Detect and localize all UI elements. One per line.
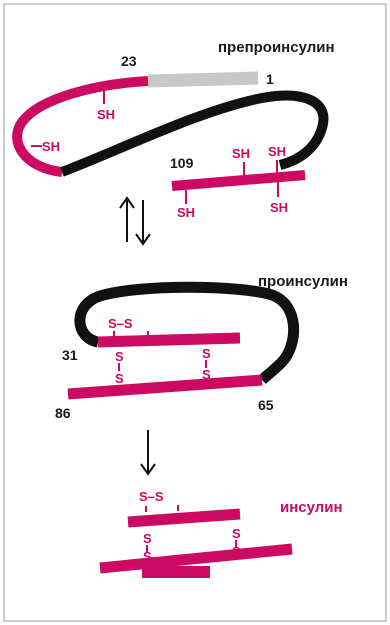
ss-bridge-right: S S [202,346,211,382]
sh-label-a1: SH [232,146,250,161]
svg-text:S: S [232,544,241,559]
residue-86-label: 86 [55,405,71,421]
b-chain-stage3-center [142,566,210,578]
ss-intra-label: S–S [108,316,133,331]
ss3-bridge-right: S S [232,526,241,559]
svg-text:S: S [202,346,211,361]
residue-65-label: 65 [258,397,274,413]
proinsulin-title: проинсулин [258,273,348,290]
b-chain-stage3 [99,543,293,574]
equilibrium-arrows-icon [119,196,151,246]
sh-label-a2: SH [268,144,286,159]
sh-label-b-top: SH [97,107,115,122]
sh-label-b-left: SH [42,139,60,154]
c-peptide-stage2 [74,281,299,384]
svg-text:S: S [143,531,152,546]
svg-text:S: S [202,367,211,382]
svg-text:S: S [143,549,152,564]
residue-31-label: 31 [62,347,78,363]
signal-peptide [147,71,259,88]
insulin-group: инсулин S–S S S S S [99,489,343,578]
a-chain-stage2 [97,332,241,348]
sh-label-a4: SH [270,200,288,215]
a-chain-stage3 [127,508,241,528]
b-chain-stage2 [67,374,263,400]
proinsulin-group: проинсулин S–S S S S S 31 86 65 [55,273,348,421]
preproinsulin-group: препроинсулин SH SH SH SH SH SH 23 1 109 [12,39,335,220]
preproinsulin-title: препроинсулин [218,39,335,56]
ss3-bridge-left: S S [143,531,152,564]
down-arrow-icon [140,430,156,476]
sh-label-a3: SH [177,205,195,220]
svg-text:S: S [232,526,241,541]
ss-bridge-left: S S [115,349,124,386]
c-peptide-stage1 [60,90,329,177]
svg-text:S: S [115,349,124,364]
svg-text:S: S [115,371,124,386]
ss3-intra-label: S–S [139,489,164,504]
residue-109-label: 109 [170,155,194,171]
frame-border [3,3,387,622]
insulin-title: инсулин [280,499,343,516]
residue-23-label: 23 [121,53,137,69]
residue-1-label: 1 [266,71,274,87]
b-chain-stage1 [12,76,149,177]
a-chain-stage1 [171,170,306,191]
